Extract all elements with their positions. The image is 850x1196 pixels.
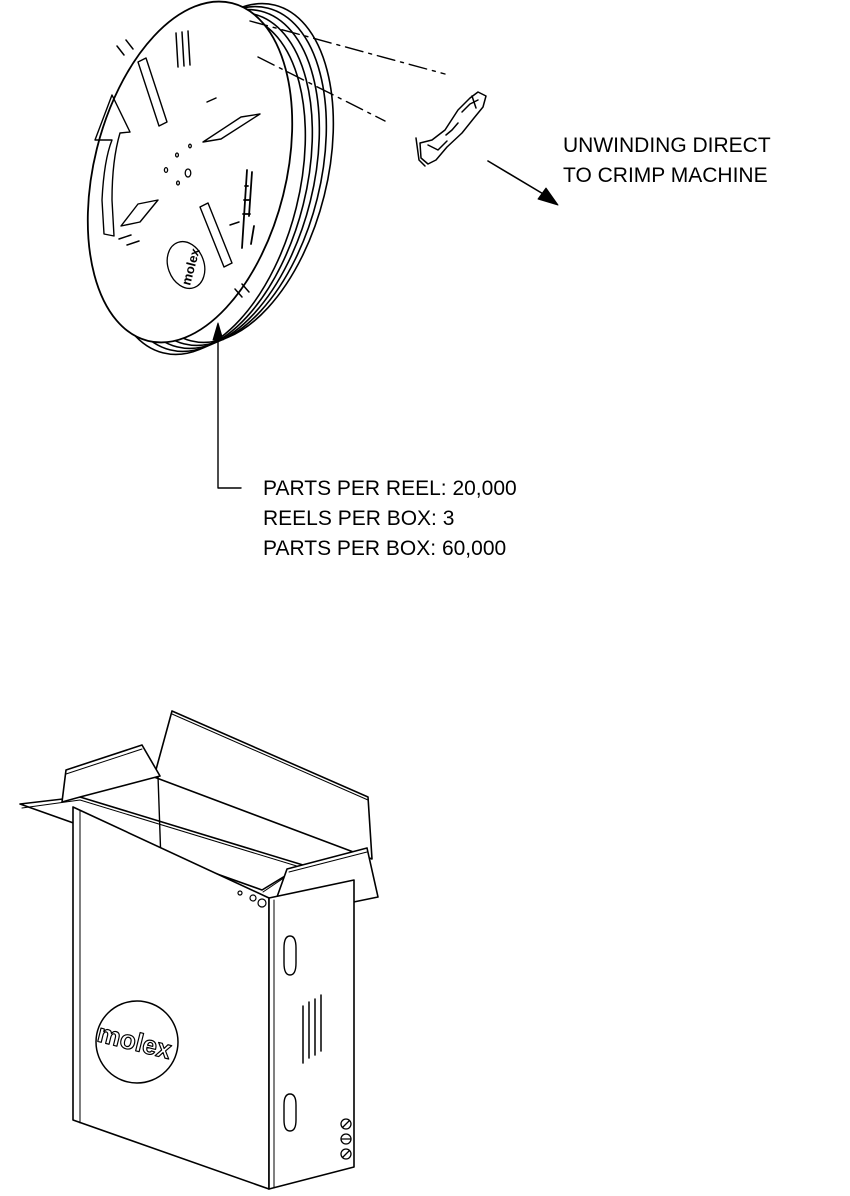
unwinding-line-2: TO CRIMP MACHINE xyxy=(563,164,768,187)
parts-per-box: PARTS PER BOX: 60,000 xyxy=(263,537,507,560)
reel-hub-holes xyxy=(163,143,192,186)
unwind-arrow xyxy=(487,160,559,206)
box-right-face xyxy=(268,879,355,1190)
reel-slots xyxy=(120,57,261,268)
box-symbols xyxy=(340,1118,352,1160)
reel-front-flange xyxy=(86,0,294,344)
reel-printed-text xyxy=(241,169,255,249)
packaging-quantities: PARTS PER REEL: 20,000 REELS PER BOX: 3 … xyxy=(263,474,517,564)
parts-per-reel: PARTS PER REEL: 20,000 xyxy=(263,477,517,500)
parts-leader xyxy=(212,322,242,489)
crimp-terminal xyxy=(415,91,487,167)
reels-per-box: REELS PER BOX: 3 xyxy=(263,507,455,530)
box-side-marks xyxy=(237,890,267,908)
reel-rim-marks xyxy=(116,30,250,298)
box-back-flap xyxy=(153,710,373,860)
box-left-corner-flap xyxy=(61,744,161,803)
box-print-lines xyxy=(302,994,322,1064)
unwind-lines xyxy=(249,20,446,122)
unwinding-label: UNWINDING DIRECT TO CRIMP MACHINE xyxy=(563,131,771,191)
unwinding-line-1: UNWINDING DIRECT xyxy=(563,134,771,157)
reel: molex xyxy=(86,0,335,356)
reel-direction-arrow xyxy=(94,94,131,237)
shipping-box: molex xyxy=(19,710,379,1190)
